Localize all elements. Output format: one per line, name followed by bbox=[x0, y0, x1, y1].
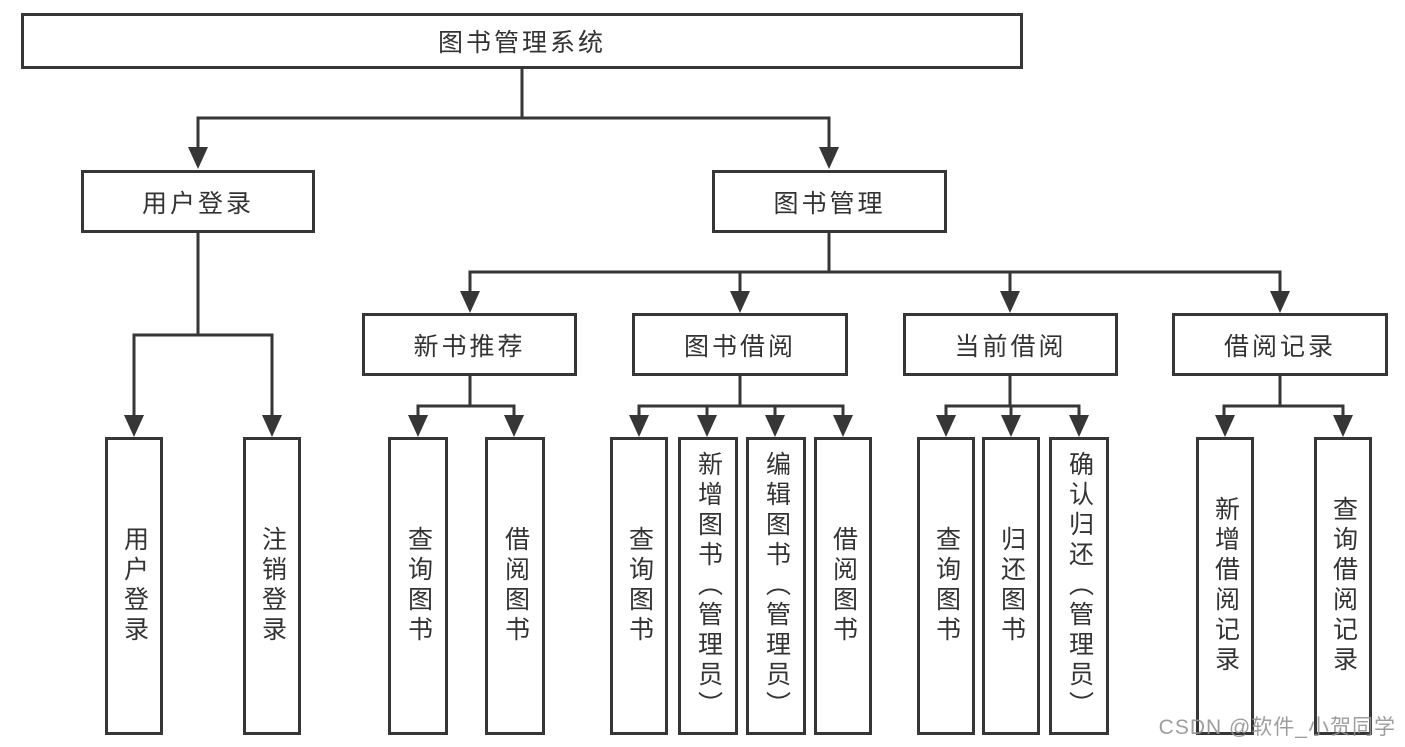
node-return-book: 归还图书 bbox=[982, 437, 1040, 735]
node-label: 新增图书（管理员） bbox=[694, 451, 723, 721]
node-logout: 注销登录 bbox=[243, 437, 301, 735]
arrow-down-icon bbox=[1069, 415, 1089, 437]
node-label: 查询借阅记录 bbox=[1329, 496, 1358, 676]
node-new-book-recommend: 新书推荐 bbox=[362, 313, 577, 376]
node-label: 新增借阅记录 bbox=[1211, 496, 1240, 676]
node-root-system: 图书管理系统 bbox=[21, 13, 1023, 69]
node-label: 借阅图书 bbox=[829, 526, 858, 646]
node-label: 图书管理 bbox=[773, 189, 886, 218]
node-label: 用户登录 bbox=[120, 526, 149, 646]
arrow-down-icon bbox=[833, 415, 853, 437]
arrow-down-icon bbox=[188, 147, 208, 169]
arrow-down-icon bbox=[1333, 415, 1353, 437]
node-label: 图书管理系统 bbox=[437, 29, 606, 57]
node-edit-book-admin: 编辑图书（管理员） bbox=[746, 437, 806, 735]
node-label: 用户登录 bbox=[141, 189, 254, 218]
node-label: 注销登录 bbox=[258, 526, 287, 646]
node-label: 查询图书 bbox=[625, 526, 654, 646]
arrow-down-icon bbox=[697, 415, 717, 437]
node-book-management: 图书管理 bbox=[712, 170, 947, 233]
node-label: 借阅图书 bbox=[501, 526, 530, 646]
node-current-borrowing: 当前借阅 bbox=[903, 313, 1118, 376]
node-query-borrow-record: 查询借阅记录 bbox=[1314, 437, 1372, 735]
node-label: 借阅记录 bbox=[1223, 332, 1336, 361]
arrow-down-icon bbox=[504, 415, 524, 437]
node-label: 查询图书 bbox=[932, 526, 961, 646]
node-label: 当前借阅 bbox=[954, 332, 1067, 361]
node-user-login-leaf: 用户登录 bbox=[105, 437, 163, 735]
arrow-down-icon bbox=[1000, 291, 1020, 313]
node-borrow-books-recommend: 借阅图书 bbox=[485, 437, 545, 735]
node-label: 归还图书 bbox=[997, 526, 1026, 646]
arrow-down-icon bbox=[1215, 415, 1235, 437]
arrow-down-icon bbox=[936, 415, 956, 437]
node-borrowing-records: 借阅记录 bbox=[1172, 313, 1388, 376]
node-label: 图书借阅 bbox=[683, 332, 796, 361]
arrow-down-icon bbox=[124, 415, 144, 437]
arrow-down-icon bbox=[765, 415, 785, 437]
arrow-down-icon bbox=[629, 415, 649, 437]
connector-lines bbox=[132, 67, 1345, 419]
arrow-down-icon bbox=[730, 291, 750, 313]
arrowhead-icons bbox=[124, 147, 1353, 437]
node-add-book-admin: 新增图书（管理员） bbox=[678, 437, 738, 735]
arrow-down-icon bbox=[408, 415, 428, 437]
node-confirm-return-admin: 确认归还（管理员） bbox=[1049, 437, 1109, 735]
node-borrow-books-leaf: 借阅图书 bbox=[814, 437, 872, 735]
arrow-down-icon bbox=[262, 415, 282, 437]
arrow-down-icon bbox=[819, 147, 839, 169]
node-query-books-recommend: 查询图书 bbox=[388, 437, 448, 735]
node-label: 新书推荐 bbox=[413, 332, 526, 361]
node-query-books-borrow: 查询图书 bbox=[610, 437, 668, 735]
node-label: 查询图书 bbox=[404, 526, 433, 646]
node-label: 确认归还（管理员） bbox=[1065, 451, 1094, 721]
node-user-login: 用户登录 bbox=[81, 170, 315, 233]
arrow-down-icon bbox=[1270, 291, 1290, 313]
arrow-down-icon bbox=[1001, 415, 1021, 437]
node-query-books-current: 查询图书 bbox=[917, 437, 975, 735]
watermark: CSDN @软件_小贺同学 bbox=[1158, 716, 1396, 739]
arrow-down-icon bbox=[460, 291, 480, 313]
node-book-borrowing: 图书借阅 bbox=[632, 313, 848, 376]
node-label: 编辑图书（管理员） bbox=[762, 451, 791, 721]
node-add-borrow-record: 新增借阅记录 bbox=[1196, 437, 1254, 735]
